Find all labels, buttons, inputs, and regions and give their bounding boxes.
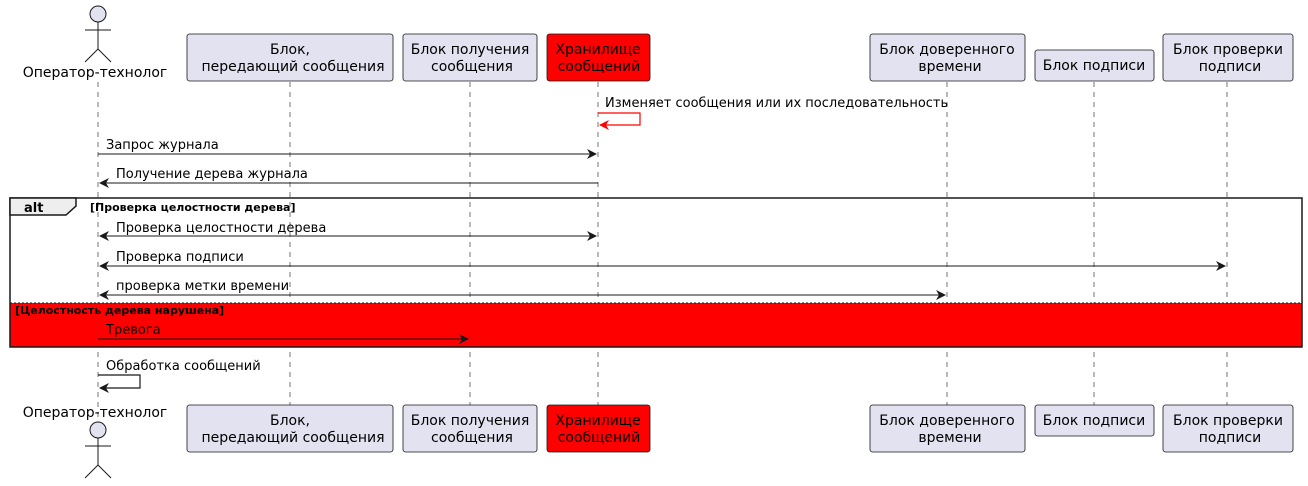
alt-else-band (10, 303, 1302, 347)
participant-label-line2: передающий сообщения (201, 430, 384, 446)
participant-sender-top: Блок, передающий сообщения (186, 33, 394, 82)
participant-box (402, 404, 538, 453)
alt-guard-2: [Целостность дерева нарушена] (15, 304, 224, 317)
participant-label-line2: подписи (1199, 430, 1261, 446)
alt-tag: alt (24, 201, 43, 216)
participant-label-line2: передающий сообщения (201, 59, 384, 75)
participant-label-line1: Блок подписи (1043, 413, 1145, 429)
participants-top: Оператор-технолог Блок, передающий сообщ… (23, 5, 1294, 82)
participant-box (1034, 404, 1155, 437)
message-label-m5: Проверка подписи (116, 250, 244, 265)
participant-signer-top: Блок подписи (1034, 49, 1155, 82)
actor-head-icon (89, 5, 107, 23)
participant-box (546, 33, 651, 82)
participant-label-line1: Блок, (270, 413, 310, 429)
message-label-m3: Получение дерева журнала (116, 167, 308, 182)
participant-sender-bottom: Блок, передающий сообщения (186, 404, 394, 453)
message-arrow-m1 (598, 112, 641, 130)
participant-tsa-top: Блок доверенного времени (869, 33, 1026, 82)
actor-label-top: Оператор-технолог (23, 65, 168, 81)
message-label-m8: Обработка сообщений (106, 359, 261, 374)
participant-box (869, 404, 1026, 453)
alt-frame (9, 197, 1303, 348)
alt-fragment: alt [Проверка целостности дерева] [Целос… (9, 197, 1303, 348)
message-label-m6: проверка метки времени (116, 279, 289, 294)
alt-tab (9, 197, 77, 216)
participant-label-line1: Хранилище (555, 413, 640, 429)
alt-guard-1: [Проверка целостности дерева] (90, 201, 295, 214)
participant-box (1162, 404, 1294, 453)
participant-label-line2: сообщения (431, 59, 513, 75)
participants-bottom: Оператор-технолог Блок, передающий сообщ… (23, 404, 1294, 479)
participant-label-line2: сообщений (558, 430, 641, 446)
participant-receiver-top: Блок получения сообщения (402, 33, 538, 82)
participant-label-line1: Блок получения (411, 42, 530, 58)
participant-verifier-bottom: Блок проверки подписи (1162, 404, 1294, 453)
participant-signer-bottom: Блок подписи (1034, 404, 1155, 437)
message-label-m1: Изменяет сообщения или их последовательн… (605, 96, 948, 111)
participant-label-line1: Блок проверки (1173, 42, 1283, 58)
participant-label-line1: Блок получения (411, 413, 530, 429)
actor-label-bottom: Оператор-технолог (23, 405, 168, 421)
actor-leg-right (97, 464, 112, 479)
participant-label-line2: времени (918, 430, 981, 446)
participant-label-line1: Блок, (270, 42, 310, 58)
participant-label-line2: сообщений (558, 59, 641, 75)
actor-operator-bottom: Оператор-технолог (23, 405, 168, 479)
participant-label-line2: сообщения (431, 430, 513, 446)
participant-box (546, 404, 651, 453)
actor-leg-left (84, 48, 99, 63)
actor-head-icon (89, 421, 107, 439)
participant-verifier-top: Блок проверки подписи (1162, 33, 1294, 82)
participant-box (869, 33, 1026, 82)
participant-label-line1: Блок проверки (1173, 413, 1283, 429)
participant-box (186, 404, 394, 453)
participant-tsa-bottom: Блок доверенного времени (869, 404, 1026, 453)
participant-box (186, 33, 394, 82)
participant-storage-top: Хранилище сообщений (546, 33, 651, 82)
message-label-m7: Тревога (105, 323, 161, 338)
participant-label-line1: Блок доверенного (879, 42, 1014, 58)
participant-label-line1: Хранилище (555, 42, 640, 58)
participant-receiver-bottom: Блок получения сообщения (402, 404, 538, 453)
participant-label-line1: Блок подписи (1043, 58, 1145, 74)
participant-storage-bottom: Хранилище сообщений (546, 404, 651, 453)
participant-box (1162, 33, 1294, 82)
actor-operator-top: Оператор-технолог (23, 5, 168, 81)
participant-label-line2: времени (918, 59, 981, 75)
message-label-m4: Проверка целостности дерева (116, 221, 326, 236)
actor-leg-right (97, 48, 112, 63)
participant-box (402, 33, 538, 82)
messages: Изменяет сообщения или их последовательн… (98, 96, 1226, 393)
participant-box (1034, 49, 1155, 82)
participant-label-line2: подписи (1199, 59, 1261, 75)
lifelines (97, 82, 1228, 420)
message-arrow-m8 (98, 374, 141, 393)
participant-label-line1: Блок доверенного (879, 413, 1014, 429)
message-label-m2: Запрос журнала (106, 138, 219, 153)
actor-leg-left (84, 464, 99, 479)
